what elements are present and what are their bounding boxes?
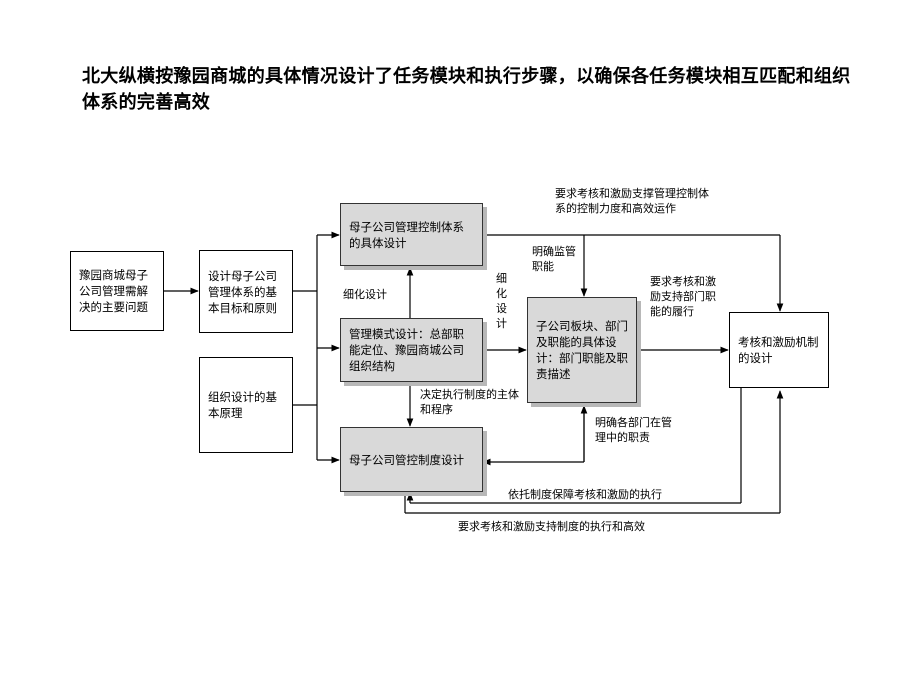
- goals-box-text: 设计母子公司管理体系的基本目标和原则: [208, 268, 277, 315]
- assessment-box: 考核和激励机制的设计: [729, 312, 829, 388]
- control-system-box: 母子公司管理控制体系的具体设计: [340, 203, 483, 266]
- mode-box-text: 管理模式设计：总部职能定位、豫园商城公司组织结构: [349, 327, 464, 373]
- principles-box: 组织设计的基本原理: [199, 357, 293, 453]
- control-rules-box: 母子公司管控制度设计: [340, 427, 483, 492]
- decide-rules-label: 决定执行制度的主体和程序: [420, 388, 519, 416]
- refine-design-label: 细化设计: [343, 288, 387, 301]
- assessment-box-text: 考核和激励机制的设计: [738, 335, 819, 365]
- dept-requirement-label: 要求考核和激励支持部门职能的履行: [650, 275, 716, 318]
- problem-box-text: 豫园商城母子公司管理需解决的主要问题: [79, 268, 148, 314]
- dept-roles-label: 明确各部门在管理中的职责: [595, 416, 672, 444]
- mode-box: 管理模式设计：总部职能定位、豫园商城公司组织结构: [340, 318, 483, 382]
- control-rules-box-text: 母子公司管控制度设计: [349, 452, 464, 467]
- sub-company-box: 子公司板块、部门及职能的具体设计：部门职能及职责描述: [527, 297, 637, 403]
- top-requirement-label: 要求考核和激励支撑管理控制体系的控制力度和高效运作: [555, 187, 709, 215]
- rules-guarantee-label: 依托制度保障考核和激励的执行: [508, 488, 662, 501]
- goals-box: 设计母子公司管理体系的基本目标和原则: [199, 250, 293, 333]
- clarify-supervision-label: 明确监管职能: [532, 245, 576, 273]
- sub-company-box-text: 子公司板块、部门及职能的具体设计：部门职能及职责描述: [536, 319, 628, 381]
- principles-box-text: 组织设计的基本原理: [208, 390, 277, 420]
- page-title: 北大纵横按豫园商城的具体情况设计了任务模块和执行步骤，以确保各任务模块相互匹配和…: [82, 66, 851, 113]
- problem-box: 豫园商城母子公司管理需解决的主要问题: [70, 251, 164, 331]
- refine-design-vertical-label: 细化设计: [496, 272, 507, 330]
- control-system-box-text: 母子公司管理控制体系的具体设计: [349, 219, 464, 250]
- rules-requirement-label: 要求考核和激励支持制度的执行和高效: [458, 520, 645, 533]
